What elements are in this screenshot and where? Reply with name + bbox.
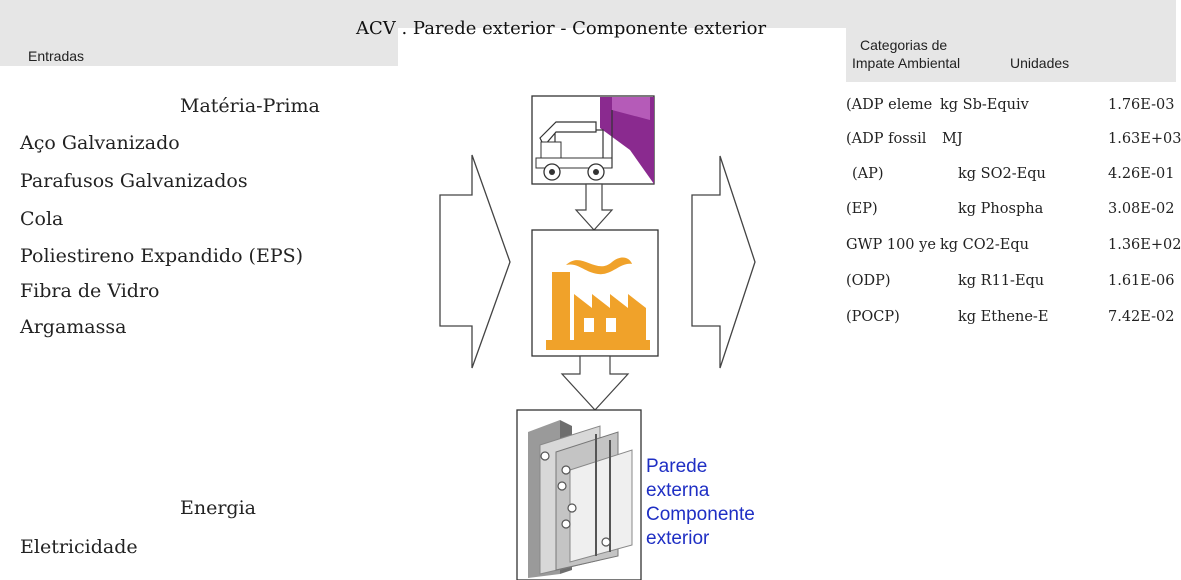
- arrow-down-icon: [560, 355, 630, 411]
- header-band-left: [0, 0, 398, 66]
- input-item: Fibra de Vidro: [20, 280, 160, 302]
- inputs-header: Entradas: [28, 48, 85, 64]
- arrow-right-icon: [691, 155, 756, 369]
- impact-value: 3.08E-02: [1108, 201, 1175, 217]
- output-label-line: externa: [646, 480, 710, 501]
- output-product-label: Parede externa Componente exterior: [646, 455, 755, 551]
- impact-category: (EP): [846, 201, 878, 217]
- impact-category: (POCP): [846, 309, 900, 325]
- output-label-line: Parede: [646, 456, 708, 477]
- output-label-line: Componente: [646, 504, 755, 525]
- impact-unit: MJ: [942, 131, 963, 147]
- arrow-down-icon: [574, 183, 614, 231]
- impact-value: 7.42E-02: [1108, 309, 1175, 325]
- impact-unit: kg R11-Equ: [958, 273, 1045, 289]
- impact-row: (EP) kg Phospha 3.08E-02: [846, 201, 1176, 231]
- impact-value: 1.63E+03: [1108, 131, 1181, 147]
- impact-row: (POCP) kg Ethene-E 7.42E-02: [846, 309, 1176, 339]
- factory-icon: [531, 229, 659, 357]
- output-label-line: exterior: [646, 528, 710, 549]
- arrow-right-icon: [439, 154, 511, 369]
- header-band-top: [398, 0, 846, 28]
- impact-category: (ADP fossil: [846, 131, 927, 147]
- input-item: Aço Galvanizado: [20, 132, 180, 154]
- impact-unit: kg Sb-Equiv: [940, 97, 1029, 113]
- impact-categories-header-line1: Categorias de: [860, 37, 948, 53]
- input-item: Poliestireno Expandido (EPS): [20, 245, 304, 267]
- impact-row: (ADP eleme kg Sb-Equiv 1.76E-03: [846, 97, 1176, 127]
- truck-icon: [531, 95, 655, 185]
- input-item: Parafusos Galvanizados: [20, 170, 248, 192]
- wall-panel-icon: [516, 409, 642, 580]
- impact-value: 4.26E-01: [1108, 166, 1175, 182]
- impact-categories-header-line2: Impate Ambiental: [852, 55, 961, 71]
- impact-unit: kg CO2-Equ: [940, 237, 1029, 253]
- impact-value: 1.76E-03: [1108, 97, 1175, 113]
- page-title: ACV . Parede exterior - Componente exter…: [356, 18, 767, 39]
- input-item: Argamassa: [20, 316, 127, 338]
- impact-value: 1.36E+02: [1108, 237, 1181, 253]
- header-band-right: [846, 0, 1176, 82]
- impact-unit: kg Ethene-E: [958, 309, 1049, 325]
- impact-row: (ADP fossil MJ 1.63E+03: [846, 131, 1181, 161]
- impact-value: 1.61E-06: [1108, 273, 1175, 289]
- units-header: Unidades: [1010, 55, 1070, 71]
- input-item: Eletricidade: [20, 536, 138, 558]
- raw-material-heading: Matéria-Prima: [180, 95, 320, 117]
- impact-row: (AP) kg SO2-Equ 4.26E-01: [846, 166, 1176, 196]
- input-item: Cola: [20, 208, 64, 230]
- energy-heading: Energia: [180, 497, 256, 519]
- impact-row: (ODP) kg R11-Equ 1.61E-06: [846, 273, 1176, 303]
- impact-category: (ADP eleme: [846, 97, 933, 113]
- impact-unit: kg Phospha: [958, 201, 1044, 217]
- impact-row: GWP 100 ye kg CO2-Equ 1.36E+02: [846, 237, 1181, 267]
- impact-category: GWP 100 ye: [846, 237, 936, 253]
- impact-category: (ODP): [846, 273, 891, 289]
- impact-unit: kg SO2-Equ: [958, 166, 1046, 182]
- impact-category: (AP): [852, 166, 884, 182]
